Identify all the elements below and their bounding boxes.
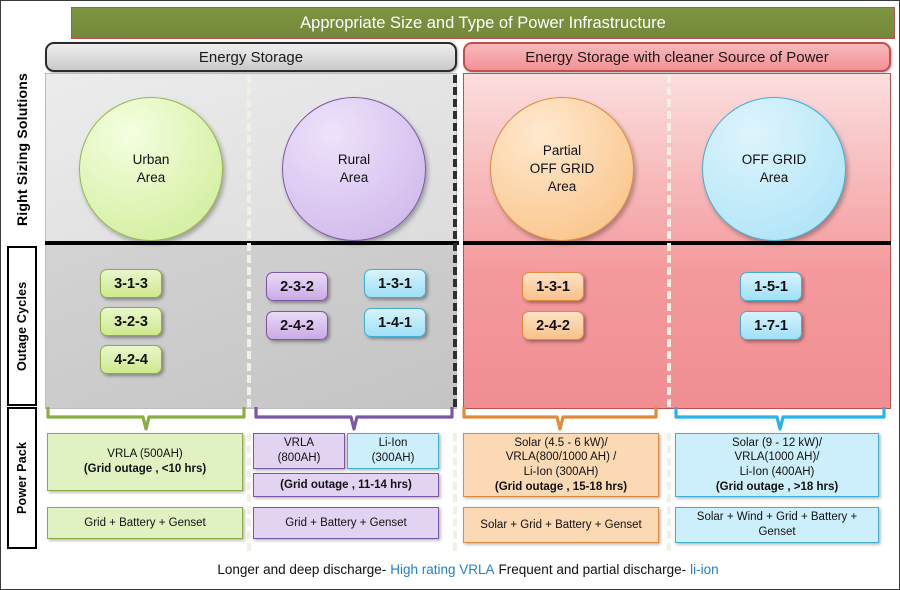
bracket-urban [46,407,246,431]
power-pack-rural-outage: (Grid outage , 11-14 hrs) [253,473,439,497]
power-pack-rural-liion-line1: Li-Ion [378,437,408,450]
footer-note: Longer and deep discharge- High rating V… [45,557,891,581]
outage-chip-rural-vrla-1: 2-3-2 [266,272,328,301]
power-pack-offgrid-spec-line3: Li-Ion (400AH) [739,466,815,478]
column-divider-powerpack-2 [453,433,457,551]
outage-chip-off-grid-2: 1-7-1 [740,311,802,340]
column-divider-partial-offgrid [667,75,671,407]
side-label-right-sizing-solutions: Right Sizing Solutions [14,73,30,227]
outage-chip-partial-off-grid-1: 1-3-1 [522,272,584,301]
outage-chip-partial-off-grid-2: 2-4-2 [522,311,584,340]
power-pack-partial-off-grid-source: Solar + Grid + Battery + Genset [463,507,659,543]
divider-rule-left [45,241,459,245]
outage-chip-urban-3: 4-2-4 [100,345,162,374]
power-pack-rural-outage-label: (Grid outage , 11-14 hrs) [280,478,412,491]
power-pack-partial-source-label: Solar + Grid + Battery + Genset [480,518,642,531]
divider-rule-right [463,241,891,245]
outage-chip-urban-1: 3-1-3 [100,269,162,298]
power-pack-rural-vrla: VRLA (800AH) [253,433,345,469]
column-divider-urban-rural [247,75,251,407]
column-divider-powerpack-3 [667,433,671,551]
circle-urban-area-label: Urban Area [132,151,170,185]
outage-chip-rural-liion-1: 1-3-1 [364,269,426,298]
page-title: Appropriate Size and Type of Power Infra… [71,7,895,39]
power-pack-partial-spec-line3: Li-Ion (300AH) [523,466,599,478]
power-pack-rural-liion-line2: (300AH) [371,452,415,464]
power-pack-urban-outage: (Grid outage , <10 hrs) [83,463,207,475]
power-pack-off-grid-spec: Solar (9 - 12 kW)/ VRLA(1000 AH)/ Li-Ion… [675,433,879,497]
power-pack-partial-spec-line2: VRLA(800/1000 AH) / [505,451,617,464]
power-pack-urban-source-label: Grid + Battery + Genset [84,516,206,529]
power-pack-partial-spec-line1: Solar (4.5 - 6 kW)/ [514,436,608,449]
circle-off-grid-area-label: OFF GRID Area [741,151,807,185]
footer-highlight-vrla: High rating VRLA [390,561,495,577]
power-pack-off-grid-source: Solar + Wind + Grid + Battery + Genset [675,507,879,543]
power-pack-offgrid-source-label: Solar + Wind + Grid + Battery + Genset [696,511,858,538]
circle-urban-area: Urban Area [79,97,223,241]
power-pack-urban-source: Grid + Battery + Genset [47,507,243,539]
footer-text-1: Longer and deep discharge- [217,561,387,577]
power-pack-offgrid-spec-line2: VRLA(1000 AH)/ [734,451,820,464]
outage-chip-off-grid-1: 1-5-1 [740,272,802,301]
section-divider-main [453,75,457,407]
outage-chip-rural-liion-2: 1-4-1 [364,308,426,337]
circle-partial-off-grid-area-label: Partial OFF GRID Area [529,142,595,195]
power-pack-rural-vrla-line1: VRLA [283,437,315,450]
circle-rural-area-label: Rural Area [337,151,371,185]
outage-chip-rural-vrla-2: 2-4-2 [266,311,328,340]
power-pack-rural-source-label: Grid + Battery + Genset [285,516,407,529]
circle-partial-off-grid-area: Partial OFF GRID Area [490,97,634,241]
power-pack-rural-vrla-line2: (800AH) [277,452,321,464]
circle-rural-area: Rural Area [282,97,426,241]
side-label-outage-cycles: Outage Cycles [7,246,37,406]
footer-highlight-liion: li-ion [690,561,719,577]
footer-text-2: Frequent and partial discharge- [498,561,687,577]
bracket-off-grid [674,407,886,431]
power-pack-urban-spec: VRLA (500AH) (Grid outage , <10 hrs) [47,433,243,491]
power-pack-partial-outage: (Grid outage , 15-18 hrs) [494,480,628,493]
column-divider-powerpack-1 [247,433,251,551]
power-pack-offgrid-outage: (Grid outage , >18 hrs) [715,480,839,493]
bracket-partial-off-grid [462,407,658,431]
power-pack-partial-off-grid-spec: Solar (4.5 - 6 kW)/ VRLA(800/1000 AH) / … [463,433,659,497]
power-pack-rural-source: Grid + Battery + Genset [253,507,439,539]
bracket-rural [254,407,454,431]
side-label-power-pack: Power Pack [7,407,37,549]
section-header-energy-storage-cleaner-source: Energy Storage with cleaner Source of Po… [463,42,891,72]
power-pack-rural-liion: Li-Ion (300AH) [347,433,439,469]
circle-off-grid-area: OFF GRID Area [702,97,846,241]
power-pack-urban-spec-line1: VRLA (500AH) [107,448,183,461]
power-pack-offgrid-spec-line1: Solar (9 - 12 kW)/ [731,436,823,449]
section-header-energy-storage: Energy Storage [45,42,457,72]
outage-chip-urban-2: 3-2-3 [100,307,162,336]
